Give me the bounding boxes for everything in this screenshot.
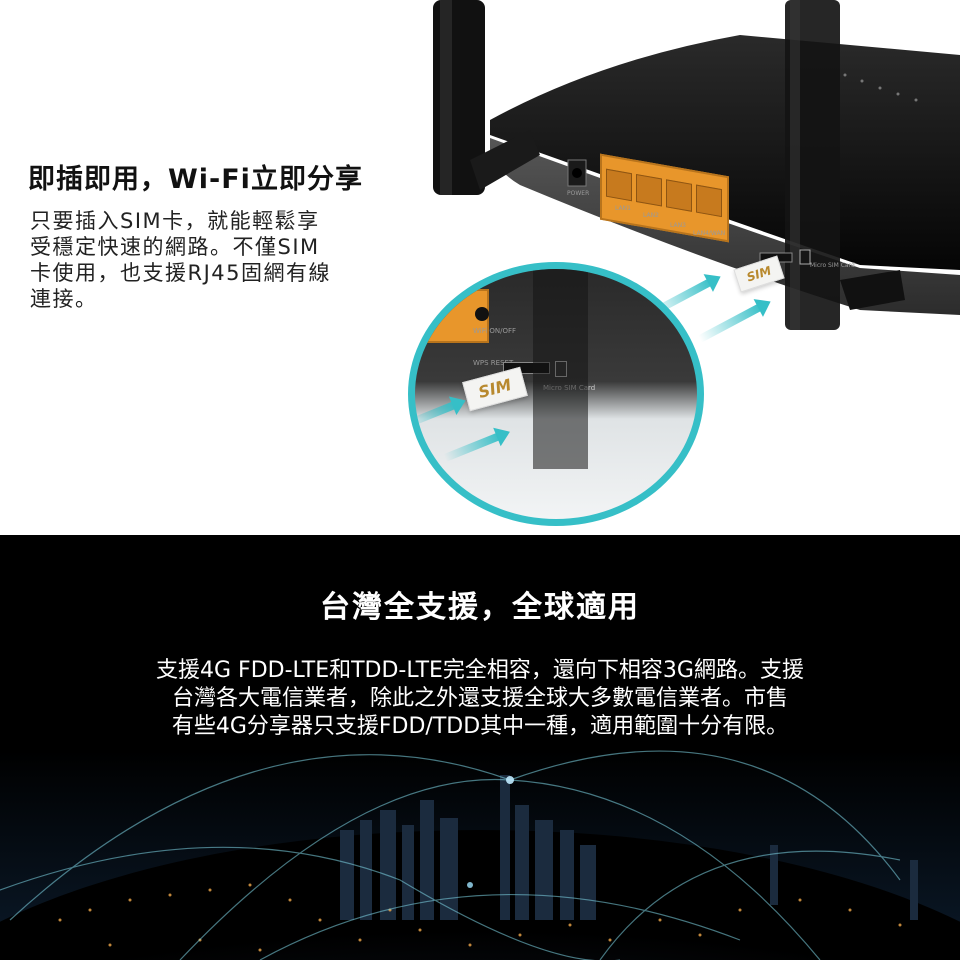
sim-card-icon: SIM: [462, 366, 528, 412]
antenna-icon: [533, 269, 588, 469]
wifi-button-icon: [475, 307, 489, 321]
port-label: POWER: [567, 190, 590, 197]
port-label: LAN3: [670, 222, 686, 229]
paragraph-line: 支援4G FDD-LTE和TDD-LTE完全相容，還向下相容3G網路。支援: [156, 658, 804, 683]
description-line: 連接。: [30, 287, 98, 311]
port-label: LAN4/WAN: [693, 230, 726, 237]
plug-and-play-section: 即插即用，Wi-Fi立即分享 只要插入SIM卡，就能輕鬆享 受穩定快速的網路。不…: [0, 0, 960, 535]
sim-slot-zoom-circle: WiFi ON/OFF WPS RESET Micro SIM Card SIM: [408, 262, 704, 526]
section-paragraph: 支援4G FDD-LTE和TDD-LTE完全相容，還向下相容3G網路。支援 台灣…: [0, 657, 960, 741]
port-label: WPS RESET: [473, 359, 514, 367]
arrow-icon: [443, 431, 503, 462]
arrow-icon: [415, 400, 458, 427]
description-line: 受穩定快速的網路。不僅SIM: [30, 235, 320, 259]
lan-port-icon: [606, 168, 632, 202]
global-support-section: 台灣全支援，全球適用 支援4G FDD-LTE和TDD-LTE完全相容，還向下相…: [0, 535, 960, 960]
night-city-globe-image: [0, 750, 960, 960]
section-headline: 即插即用，Wi-Fi立即分享: [28, 164, 363, 195]
section-description: 只要插入SIM卡，就能輕鬆享 受穩定快速的網路。不僅SIM 卡使用，也支援RJ4…: [30, 208, 410, 312]
lan-port-icon: [666, 179, 692, 212]
lan-port-icon: [696, 184, 722, 218]
description-line: 只要插入SIM卡，就能輕鬆享: [30, 209, 320, 233]
port-label: WiFi ON/OFF: [473, 327, 517, 335]
lan-port-icon: [636, 173, 662, 207]
port-label: LAN1: [615, 205, 631, 212]
paragraph-line: 有些4G分享器只支援FDD/TDD其中一種，適用範圍十分有限。: [171, 714, 789, 739]
port-label: Micro SIM Card: [810, 262, 855, 269]
port-label: LAN2: [643, 212, 659, 219]
section-title: 台灣全支援，全球適用: [320, 590, 640, 625]
description-line: 卡使用，也支援RJ45固網有線: [30, 261, 332, 285]
router-body-icon: [433, 0, 960, 330]
paragraph-line: 台灣各大電信業者，除此之外還支援全球大多數電信業者。市售: [171, 686, 788, 711]
